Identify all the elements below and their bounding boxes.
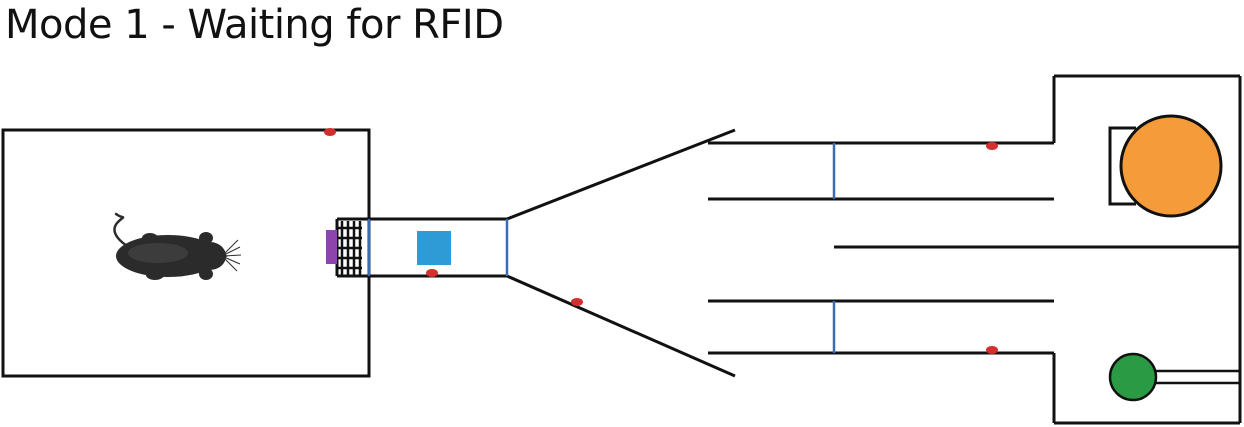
upper-arm bbox=[708, 141, 1054, 201]
water-spout bbox=[1155, 369, 1240, 385]
sensor-entrance bbox=[571, 298, 583, 306]
maze-entrance bbox=[506, 128, 736, 378]
reward-chamber bbox=[1052, 74, 1242, 425]
rfid-reader-icon bbox=[326, 230, 337, 264]
sensor-home-cage bbox=[324, 128, 336, 136]
sensor-lower-arm bbox=[986, 346, 998, 354]
lower-arm bbox=[708, 299, 1054, 355]
sensor-tunnel bbox=[426, 269, 438, 277]
food-well-icon bbox=[1119, 114, 1223, 218]
tunnel-door bbox=[337, 221, 362, 275]
page-title: Mode 1 - Waiting for RFID bbox=[5, 2, 504, 48]
sensors bbox=[324, 128, 998, 354]
mouse-icon bbox=[113, 212, 242, 280]
rfid-tag-icon bbox=[417, 231, 451, 265]
sensor-upper-arm bbox=[986, 142, 998, 150]
water-well-icon bbox=[1108, 352, 1158, 402]
food-hopper bbox=[1108, 126, 1136, 206]
